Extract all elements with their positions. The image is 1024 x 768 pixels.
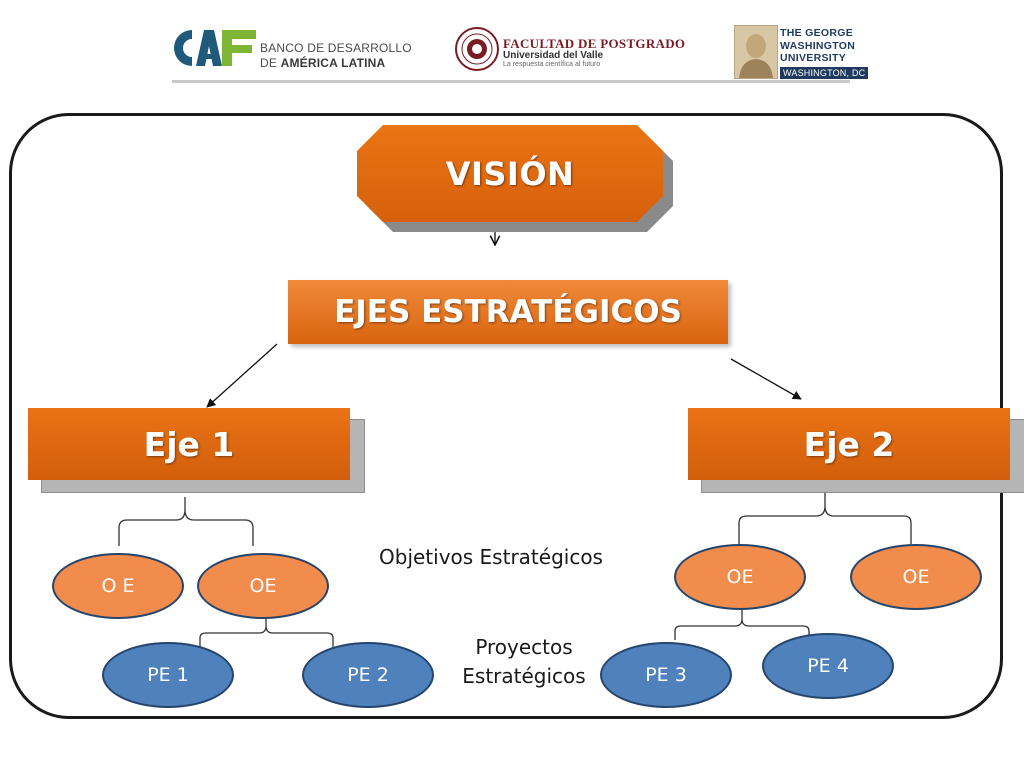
vision-label: VISIÓN: [445, 154, 575, 193]
university-seal-icon: [455, 27, 499, 71]
eje2-label: Eje 2: [803, 424, 895, 464]
caf-name-prefix: DE: [260, 56, 281, 70]
proyectos-estrategicos-label: Proyectos Estratégicos: [440, 633, 608, 691]
brace-eje1-objetivos: [118, 497, 254, 546]
gw-name-line3: UNIVERSITY: [780, 52, 847, 64]
arrow-ejes-eje1: [206, 343, 278, 408]
caf-logo-icon: [174, 30, 256, 66]
ejes-label: EJES ESTRATÉGICOS: [334, 294, 682, 330]
eje1-proyecto-2: PE 2: [302, 642, 434, 708]
eje2-proyecto-1: PE 3: [600, 642, 732, 708]
eje2-objetivo-2: OE: [850, 544, 982, 610]
gw-name: THE GEORGE WASHINGTON UNIVERSITY: [780, 27, 855, 65]
eje1-objetivo-2: OE: [197, 553, 329, 619]
eje1-box: Eje 1: [28, 408, 350, 480]
postgrado-title: FACULTAD DE POSTGRADO: [503, 36, 686, 51]
eje1-objetivo-1: O E: [52, 553, 184, 619]
caf-name: BANCO DE DESARROLLO DE AMÉRICA LATINA: [260, 41, 412, 71]
eje2-box: Eje 2: [688, 408, 1010, 480]
gw-portrait-icon: [734, 25, 778, 79]
brace-eje2-objetivos: [738, 490, 912, 544]
caf-name-strong: AMÉRICA LATINA: [280, 56, 386, 70]
eje1-proyecto-1: PE 1: [102, 642, 234, 708]
objetivos-estrategicos-label: Objetivos Estratégicos: [379, 545, 603, 569]
eje2-objetivo-1: OE: [674, 544, 806, 610]
header-divider: [172, 80, 850, 83]
postgrado-subtitle: Universidad del Valle: [503, 50, 604, 61]
arrow-ejes-eje2: [730, 358, 802, 400]
proyectos-label-line2: Estratégicos: [462, 664, 586, 688]
vision-box: VISIÓN: [357, 125, 663, 222]
eje1-label: Eje 1: [143, 424, 235, 464]
eje2-proyecto-2: PE 4: [762, 633, 894, 699]
brace-eje1-proyectos: [199, 617, 334, 648]
gw-name-line2: WASHINGTON: [780, 39, 856, 52]
brace-eje2-proyectos: [674, 608, 810, 640]
postgrado-tagline: La respuesta científica al futuro: [503, 61, 601, 68]
caf-name-line2: DE AMÉRICA LATINA: [260, 56, 412, 71]
ejes-estrategicos-box: EJES ESTRATÉGICOS: [288, 280, 728, 344]
proyectos-label-line1: Proyectos: [475, 635, 573, 659]
gw-city: WASHINGTON, DC: [780, 67, 869, 79]
gw-name-line1: THE GEORGE: [780, 27, 854, 39]
caf-name-line1: BANCO DE DESARROLLO: [260, 41, 412, 55]
